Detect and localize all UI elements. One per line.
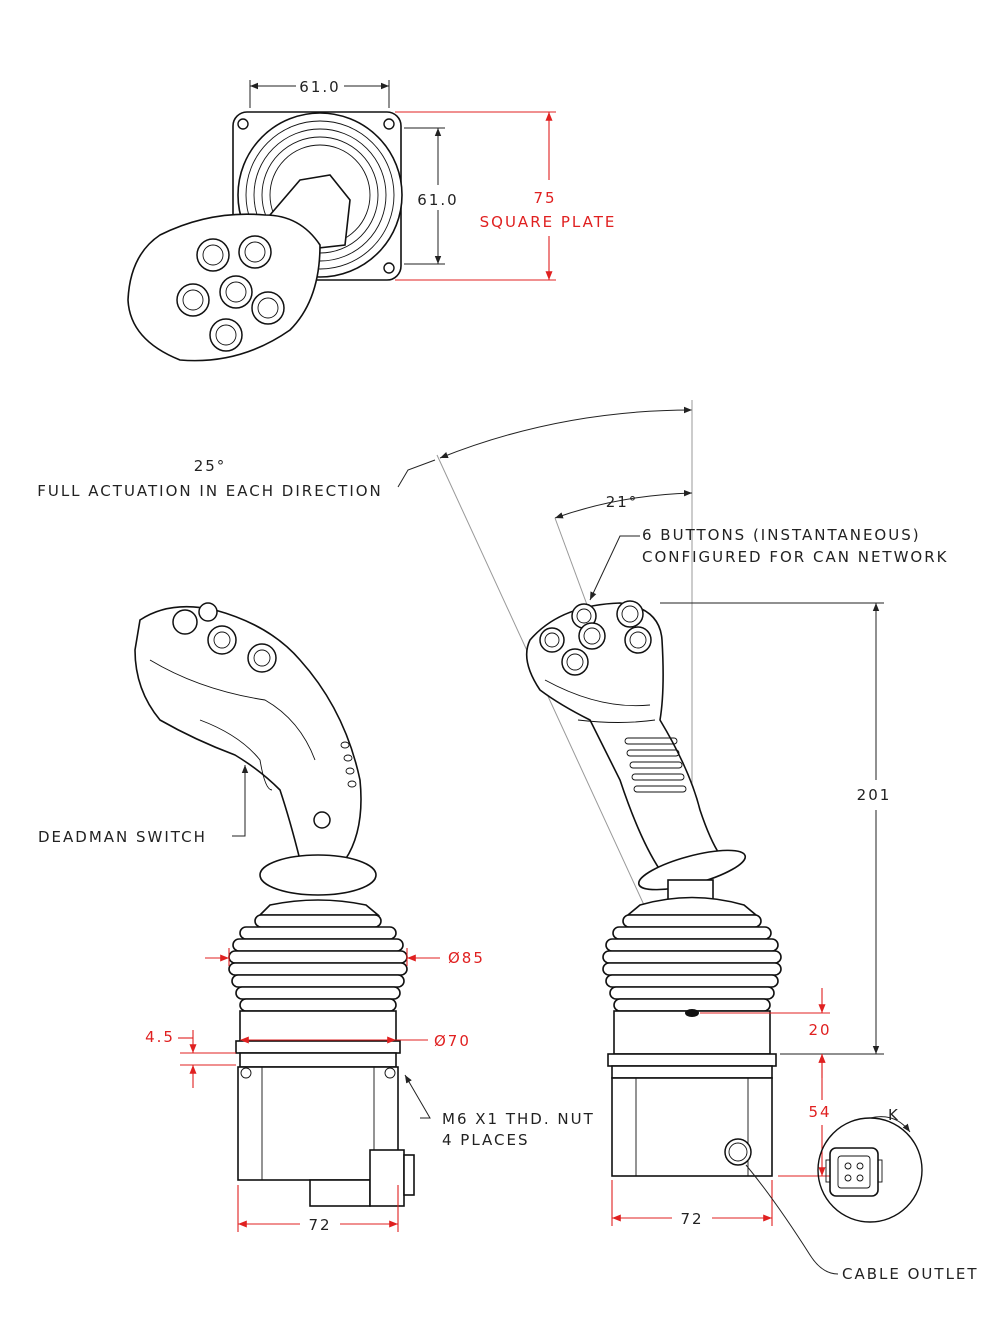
plate-label: SQUARE PLATE: [480, 213, 617, 231]
offset-20: 20: [808, 1021, 831, 1039]
top-view: 61.0 61.0 75 SQUARE PLATE: [127, 78, 617, 362]
bellows-dia: Ø85: [448, 949, 485, 967]
connector-key: K: [888, 1106, 900, 1124]
nut-label-line2: 4 PLACES: [442, 1131, 530, 1149]
nut-label-line1: M6 X1 THD. NUT: [442, 1110, 595, 1128]
left-base-width: 72: [308, 1216, 331, 1234]
actuation-angle: 25°: [194, 457, 227, 475]
connector-detail: K: [817, 1106, 923, 1223]
cable-outlet-label: CABLE OUTLET: [842, 1265, 979, 1283]
buttons-note-line1: 6 BUTTONS (INSTANTANEOUS): [642, 526, 921, 544]
top-height-dim: 61.0: [417, 191, 458, 209]
left-collar: [259, 854, 377, 896]
deadman-label: DEADMAN SWITCH: [38, 828, 207, 846]
top-buttons: [176, 235, 285, 352]
left-side-view: DEADMAN SWITCH Ø85 Ø70 4.5 M6 X1 THD. NU…: [38, 602, 595, 1234]
left-flange: [235, 1040, 401, 1054]
left-bellows: [228, 899, 408, 1042]
right-side-view: 201 20 54 72 CABLE OUTLET K: [525, 600, 979, 1283]
plate-dim: 75: [533, 189, 556, 207]
buttons-note-line2: CONFIGURED FOR CAN NETWORK: [642, 548, 948, 566]
flange-dia: Ø70: [434, 1032, 471, 1050]
top-width-dim: 61.0: [299, 78, 340, 96]
flange-thk: 4.5: [145, 1028, 175, 1046]
right-buttons: [539, 600, 652, 676]
actuation-label: FULL ACTUATION IN EACH DIRECTION: [37, 482, 383, 500]
right-base-width: 72: [680, 1210, 703, 1228]
height-dim: 201: [857, 786, 892, 804]
right-bellows: [602, 896, 782, 1055]
offset-54: 54: [808, 1103, 831, 1121]
side-angle: 21°: [606, 493, 639, 511]
left-handle: [134, 605, 362, 861]
